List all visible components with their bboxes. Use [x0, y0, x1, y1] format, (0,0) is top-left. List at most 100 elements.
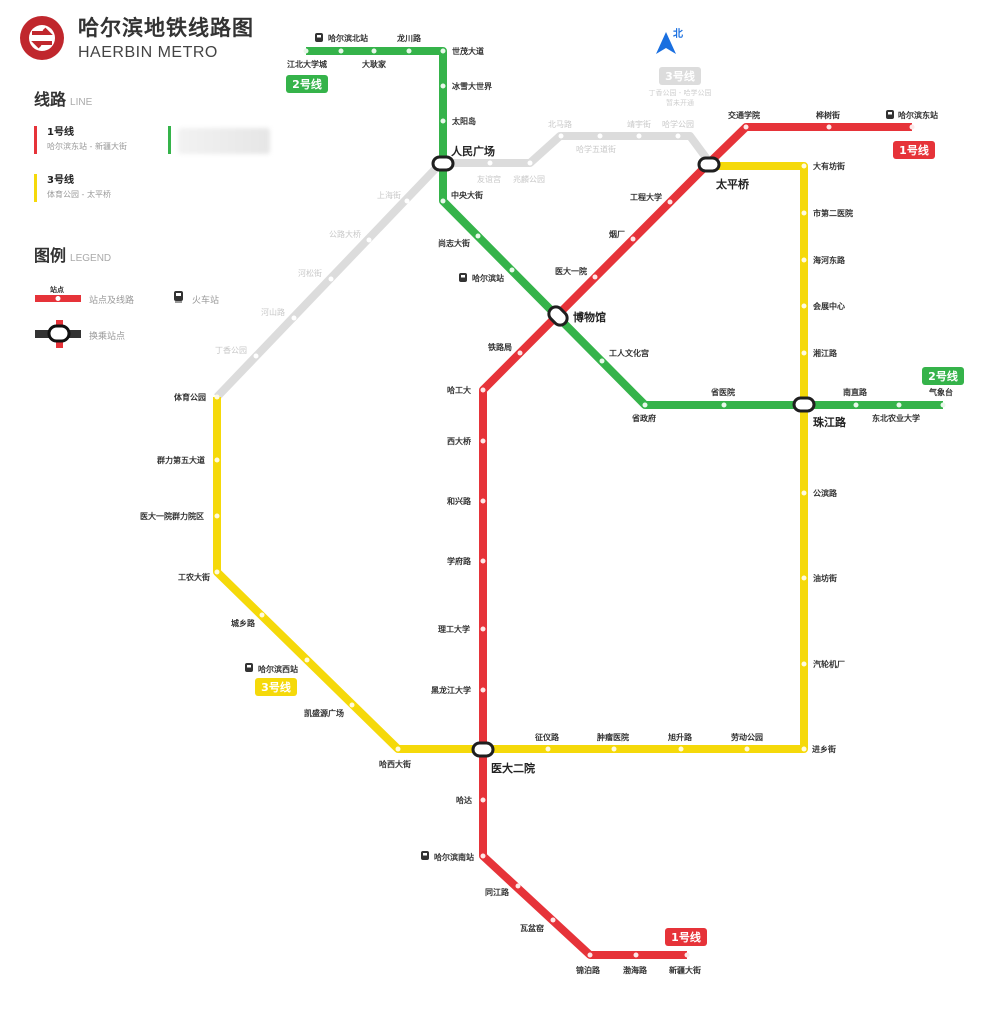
station-label: 龙川路: [396, 33, 422, 43]
station-label: 锦泊路: [576, 965, 601, 975]
label-renmin-guangchang: 人民广场: [451, 144, 495, 158]
station-label: 大有坊街: [813, 161, 845, 171]
station-label: 工人文化宫: [609, 348, 649, 358]
station-label: 同江路: [485, 887, 510, 897]
line-3-planned-route: [214, 132, 714, 400]
planned-station-label: 河松街: [298, 268, 322, 278]
page-title: 哈尔滨地铁线路图: [78, 16, 254, 40]
transfer-bowuguan[interactable]: [546, 304, 570, 328]
station-label: 东北农业大学: [872, 413, 920, 423]
station-label: 医大一院: [555, 266, 587, 276]
station-label: 中央大街: [451, 190, 483, 200]
line-1-name: 1号线: [47, 127, 74, 138]
lines-heading-cn: 线路: [34, 90, 67, 109]
transfer-renmin-guangchang[interactable]: [431, 155, 455, 172]
station-label: 西大桥: [447, 436, 472, 446]
legend-heading-en: LEGEND: [70, 253, 112, 264]
planned-station-label: 上海街: [377, 190, 401, 200]
label-taipingqiao: 太平桥: [715, 177, 750, 191]
transfer-taipingqiao[interactable]: [697, 156, 721, 173]
label-bowuguan: 博物馆: [573, 310, 606, 324]
station-label: 哈达: [456, 795, 472, 805]
station-label: 城乡路: [231, 618, 256, 628]
transfer-zhujianglu[interactable]: [792, 396, 816, 413]
legend-station-line-icon: [35, 295, 81, 302]
line-3-entry[interactable]: 3号线 体育公园 - 太平桥: [34, 174, 111, 202]
station-label: 省政府: [631, 413, 656, 423]
station-label: 学府路: [447, 556, 472, 566]
station-label: 大耿家: [362, 59, 387, 69]
train-station-icon: [315, 33, 323, 42]
station-label: 医大一院群力院区: [140, 511, 204, 521]
line-3-planned-badge[interactable]: 3号线: [659, 67, 701, 85]
badge-label: 1号线: [899, 143, 929, 157]
line-2-route: [303, 47, 946, 409]
station-label: 黑龙江大学: [431, 685, 471, 695]
legend-heading-cn: 图例: [34, 246, 67, 265]
station-label: 南直路: [843, 387, 868, 397]
legend-train-icon: [174, 291, 183, 303]
legend-transfer-label: 换乘站点: [89, 332, 126, 342]
station-label: 市第二医院: [813, 208, 853, 218]
station-label: 渤海路: [623, 965, 648, 975]
page-subtitle: HAERBIN METRO: [78, 44, 218, 61]
planned-station-label: 北马路: [548, 119, 572, 129]
station-label: 交通学院: [728, 110, 760, 120]
legend-transfer-icon: [35, 320, 81, 348]
station-label: 劳动公园: [731, 732, 763, 742]
line-2-entry[interactable]: [168, 126, 181, 154]
line-3-badge-west[interactable]: 3号线: [255, 678, 297, 696]
line-1-badge-bottom[interactable]: 1号线: [665, 928, 707, 946]
station-label: 征仪路: [535, 732, 560, 742]
station-label: 江北大学城: [287, 59, 327, 69]
planned-station-label: 哈学公园: [662, 119, 694, 129]
train-station-icon: [245, 663, 253, 672]
station-label: 工农大街: [178, 572, 210, 582]
station-label: 进乡街: [812, 744, 836, 754]
station-label: 世茂大道: [452, 46, 484, 56]
station-label: 哈尔滨北站: [328, 33, 368, 43]
station-label: 公滨路: [813, 488, 838, 498]
station-label: 体育公园: [174, 392, 206, 402]
station-label: 汽轮机厂: [813, 659, 845, 669]
station-label: 尚志大街: [438, 238, 470, 248]
planned-station-label: 哈学五道街: [576, 144, 616, 154]
north-label: 北: [673, 27, 683, 40]
train-station-icon: [886, 110, 894, 119]
legend-station-tag: 站点: [50, 286, 64, 294]
line-2-badge-left[interactable]: 2号线: [286, 75, 328, 93]
station-label: 铁路局: [488, 342, 512, 352]
line-1-badge-top[interactable]: 1号线: [893, 141, 935, 159]
station-label: 湘江路: [813, 348, 838, 358]
planned-station-label: 公路大桥: [329, 229, 361, 239]
badge-label: 3号线: [261, 680, 291, 694]
line-1-entry[interactable]: 1号线 哈尔滨东站 - 新疆大街: [34, 126, 127, 154]
badge-label: 3号线: [665, 69, 695, 83]
planned-station-label: 兆麟公园: [513, 174, 545, 184]
station-label: 哈尔滨东站: [898, 110, 938, 120]
label-yida-eryuan: 医大二院: [491, 761, 535, 775]
station-label: 冰雪大世界: [452, 81, 493, 91]
transfer-yida-eryuan[interactable]: [471, 741, 495, 758]
train-station-icon: [459, 273, 467, 282]
station-label: 群力第五大道: [156, 455, 205, 465]
planned-station-label: 靖宇街: [627, 119, 651, 129]
north-compass-icon: [656, 32, 676, 54]
line-2-badge-right[interactable]: 2号线: [922, 367, 964, 385]
badge-label: 1号线: [671, 930, 701, 944]
planned-station-label: 河山路: [261, 307, 285, 317]
station-label: 会展中心: [813, 301, 845, 311]
badge-label: 2号线: [928, 369, 958, 383]
station-label: 油坊街: [813, 573, 837, 583]
station-label: 瓦盆窑: [520, 923, 544, 933]
harbin-metro-logo-icon: [20, 16, 64, 60]
planned-station-label: 友谊宫: [477, 174, 501, 184]
train-station-icon: [421, 851, 429, 860]
line-3-route: [213, 162, 808, 753]
station-label: 哈尔滨南站: [434, 852, 474, 862]
line-3-route: 体育公园 - 太平桥: [47, 190, 111, 199]
planned-station-label: 丁香公园: [215, 345, 247, 355]
